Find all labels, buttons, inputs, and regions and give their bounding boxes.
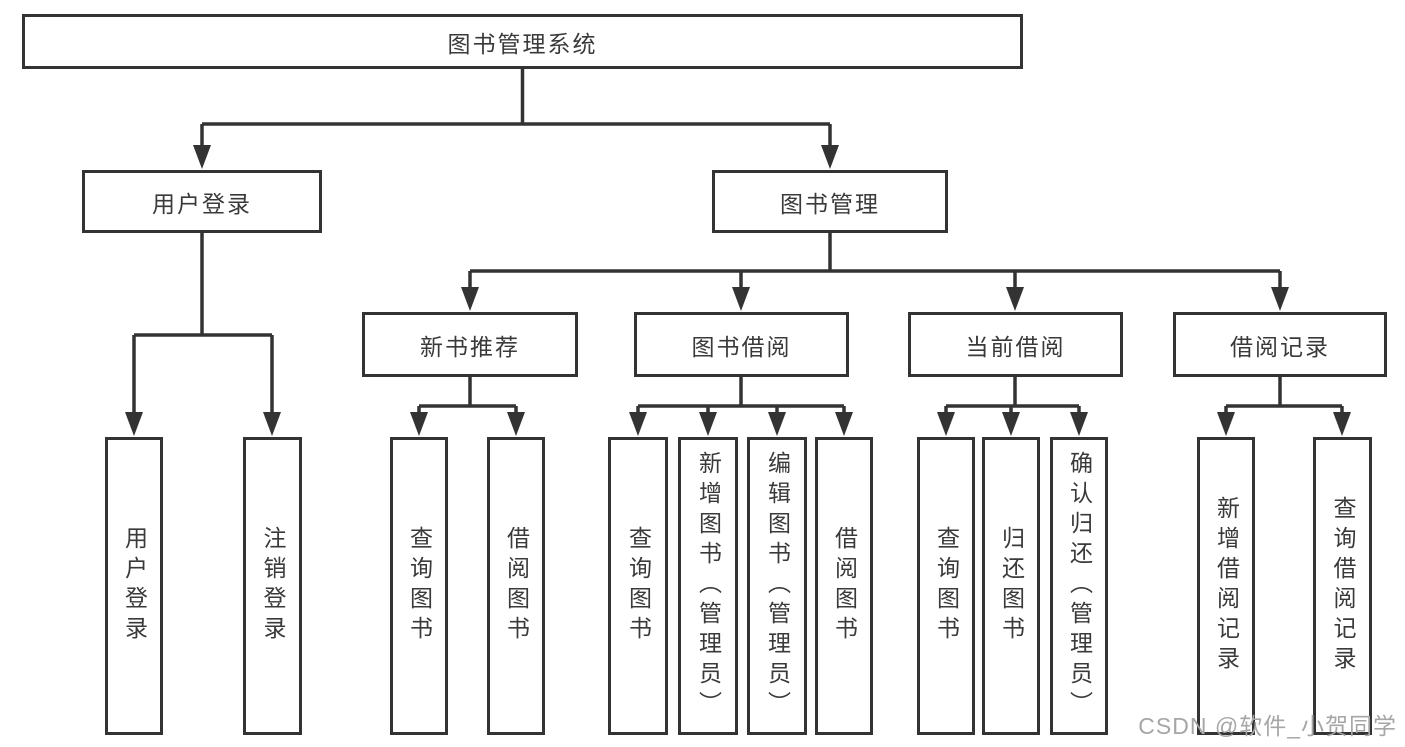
leaf-logout: 注销登录 [243, 437, 302, 735]
node-new-book-recommend: 新书推荐 [362, 312, 578, 377]
leaf-query-books-current: 查询图书 [917, 437, 975, 735]
leaf-user-login: 用户登录 [105, 437, 163, 735]
leaf-borrow-books: 借阅图书 [815, 437, 873, 735]
leaf-add-books-admin: 新增图书（管理员） [678, 437, 738, 735]
leaf-confirm-return-admin: 确认归还（管理员） [1050, 437, 1108, 735]
csdn-watermark: CSDN @软件_小贺同学 [1138, 713, 1397, 739]
node-library-management-system: 图书管理系统 [22, 14, 1023, 69]
node-current-borrow: 当前借阅 [908, 312, 1123, 377]
leaf-query-borrow-record: 查询借阅记录 [1313, 437, 1372, 735]
leaf-borrow-books-recommend: 借阅图书 [487, 437, 545, 735]
leaf-add-borrow-record: 新增借阅记录 [1197, 437, 1255, 735]
leaf-edit-books-admin: 编辑图书（管理员） [747, 437, 807, 735]
node-book-borrow: 图书借阅 [634, 312, 849, 377]
node-borrow-records: 借阅记录 [1173, 312, 1387, 377]
leaf-query-books-borrow: 查询图书 [608, 437, 668, 735]
leaf-query-books-recommend: 查询图书 [390, 437, 448, 735]
node-user-login: 用户登录 [82, 170, 322, 233]
node-book-management: 图书管理 [712, 170, 948, 233]
leaf-return-books: 归还图书 [982, 437, 1040, 735]
